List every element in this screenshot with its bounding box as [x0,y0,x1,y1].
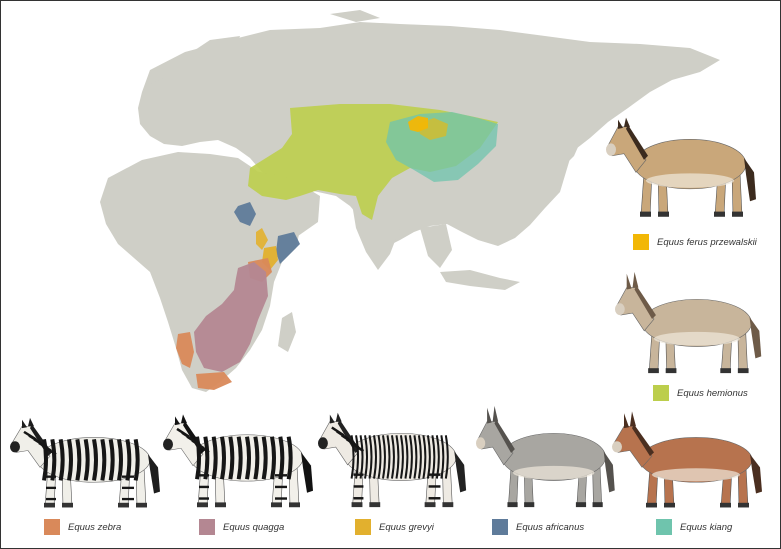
legend-label-kiang: Equus kiang [680,521,733,533]
legend-label-africanus: Equus africanus [516,521,585,533]
legend-swatch-zebra [44,519,60,535]
legend-item-grevyi: Equus grevyi [355,519,434,535]
legend-label-hemionus: Equus hemionus [677,387,748,399]
landmass-india [352,204,400,270]
legend-item-kiang: Equus kiang [656,519,732,535]
range-layer [176,104,498,390]
legend-swatch-grevyi [355,519,371,535]
landmass-arctic-islands [330,10,380,22]
legend-swatch-hemionus [653,385,669,401]
legend-swatch-przewalskii [633,234,649,250]
landmass-se-asia [420,224,452,268]
legend-label-grevyi: Equus grevyi [379,521,434,533]
legend-item-africanus: Equus africanus [492,519,584,535]
landmass-madagascar [278,312,296,352]
legend-item-zebra: Equus zebra [44,519,121,535]
range-przewalskii-3 [418,118,448,140]
legend-label-przewalskii: Equus ferus przewalskii [657,236,757,248]
legend-label-quagga: Equus quagga [223,521,285,533]
legend-item-przewalskii: Equus ferus przewalskii [633,234,757,250]
legend-swatch-quagga [199,519,215,535]
legend-swatch-africanus [492,519,508,535]
range-quagga-9 [194,262,268,372]
range-zebra-11 [196,372,232,390]
landmass-scandinavia [180,36,240,92]
range-africanus-5 [276,232,300,264]
legend-item-quagga: Equus quagga [199,519,284,535]
range-zebra-10 [176,332,194,368]
range-grevyi-7 [256,228,268,250]
landmass-britain [150,78,168,104]
landmass-japan [554,130,582,168]
range-africanus-4 [234,202,256,226]
legend-label-zebra: Equus zebra [68,521,122,533]
legend-swatch-kiang [656,519,672,535]
landmass-indonesia [440,270,520,290]
legend-item-hemionus: Equus hemionus [653,385,748,401]
